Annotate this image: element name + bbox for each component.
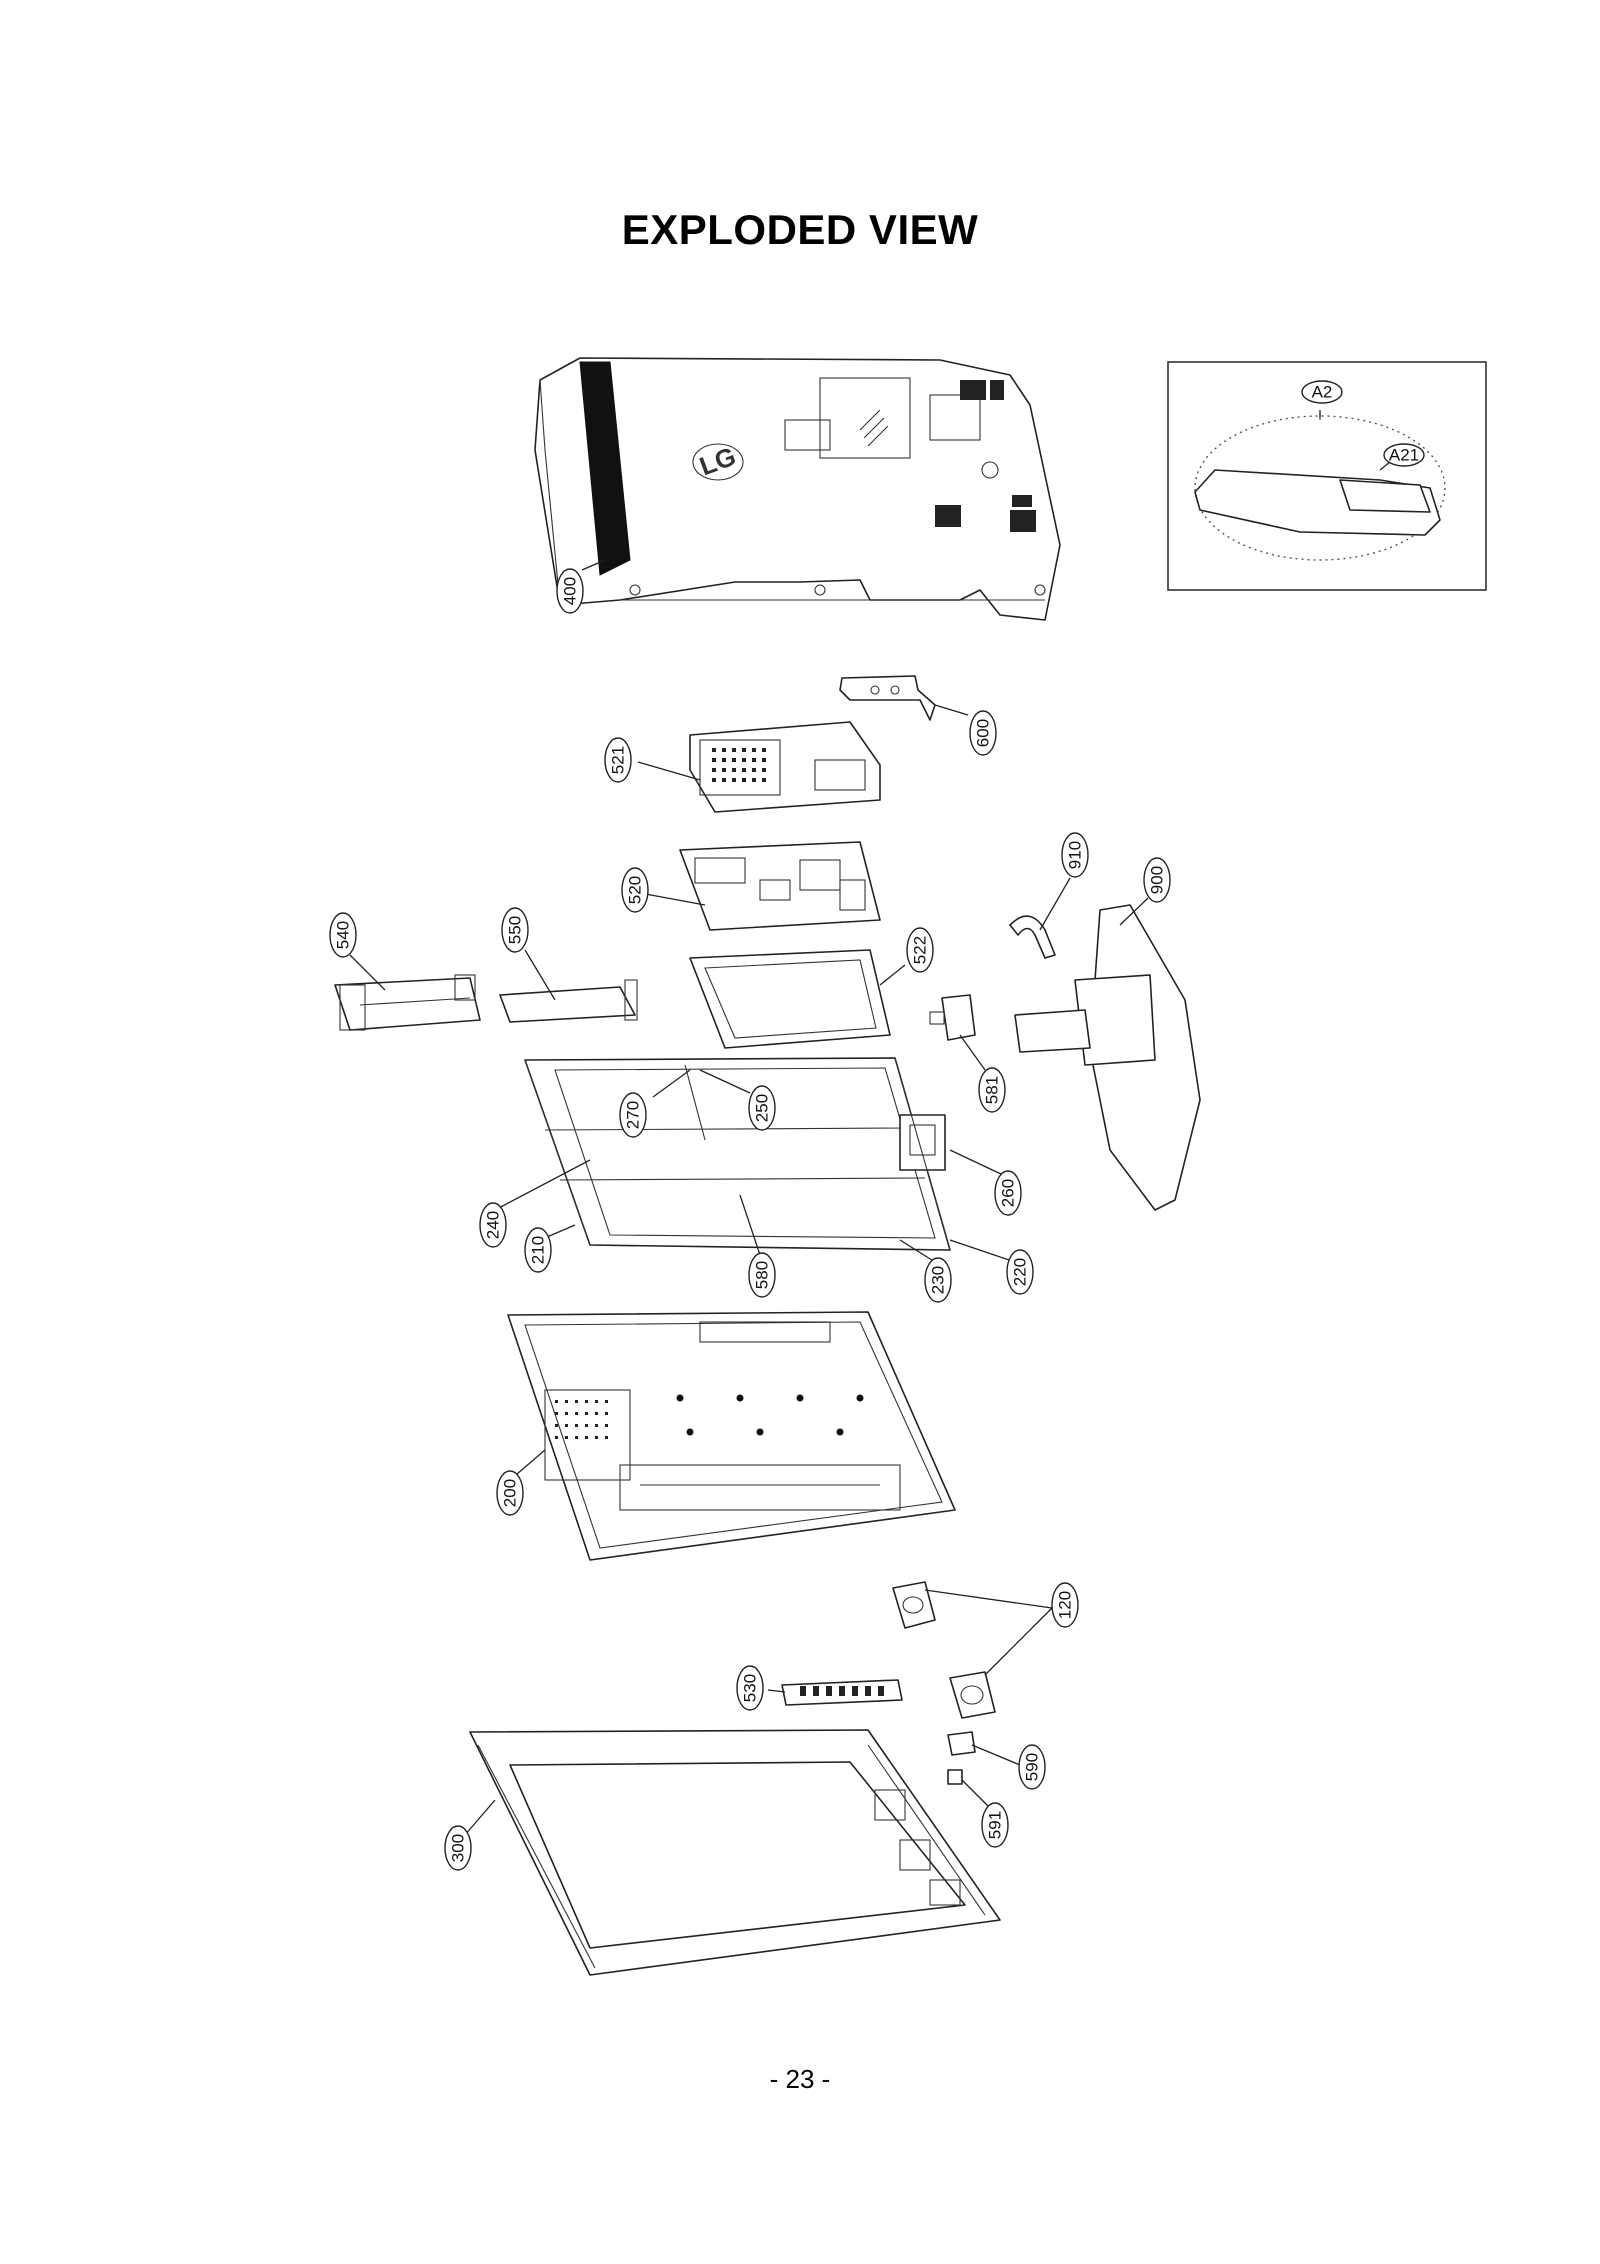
part-910-hook [1009,915,1056,959]
callout-600: 600 [969,710,997,756]
svg-text:581: 581 [983,1076,1002,1104]
part-530-key-board [781,1679,903,1706]
part-400-back-cover: LG [534,357,1061,621]
callout-200: 200 [496,1470,524,1516]
svg-text:210: 210 [529,1236,548,1264]
callout-300: 300 [444,1825,472,1871]
svg-text:220: 220 [1011,1258,1030,1286]
callout-520: 520 [621,867,649,913]
callout-590: 590 [1018,1744,1046,1790]
callout-250: 250 [748,1085,776,1131]
callout-210: 210 [524,1227,552,1273]
callout-230: 230 [924,1257,952,1303]
callout-220: 220 [1006,1249,1034,1295]
svg-text:900: 900 [1148,866,1167,894]
part-900-stand-base [1014,904,1201,1211]
callout-550: 550 [501,907,529,953]
part-590-ir-board [947,1731,976,1756]
svg-text:520: 520 [626,876,645,904]
callout-522: 522 [906,927,934,973]
svg-text:580: 580 [753,1261,772,1289]
svg-text:521: 521 [609,746,628,774]
svg-text:910: 910 [1066,841,1085,869]
part-522-board-frame [689,949,891,1049]
svg-text:530: 530 [741,1674,760,1702]
callout-260: 260 [994,1170,1022,1216]
callout-521: 521 [604,737,632,783]
callout-a21: A21 [1383,443,1425,467]
part-300-front-cabinet [469,1729,1001,1976]
callout-591: 591 [981,1802,1009,1848]
part-120-speakers [892,1581,996,1719]
svg-text:A21: A21 [1389,446,1419,465]
inset-remote-control [1167,361,1487,591]
svg-text:300: 300 [449,1834,468,1862]
callout-400: 400 [556,568,584,614]
svg-text:240: 240 [484,1211,503,1239]
svg-text:400: 400 [561,577,580,605]
svg-text:120: 120 [1056,1591,1075,1619]
part-200-rear-frame [507,1311,956,1561]
svg-text:522: 522 [911,936,930,964]
callout-910: 910 [1061,832,1089,878]
part-581-bracket [929,994,976,1041]
svg-text:A2: A2 [1312,383,1333,402]
callout-240: 240 [479,1202,507,1248]
callout-540: 540 [329,912,357,958]
part-520-main-board [679,841,881,931]
svg-text:590: 590 [1023,1753,1042,1781]
svg-text:250: 250 [753,1094,772,1122]
part-591-led [947,1769,963,1785]
part-550-plate [499,979,638,1023]
callout-a2: A2 [1301,380,1343,404]
callout-900: 900 [1143,857,1171,903]
callout-120: 120 [1051,1582,1079,1628]
callout-530: 530 [736,1665,764,1711]
callout-270: 270 [619,1092,647,1138]
svg-text:600: 600 [974,719,993,747]
callout-580: 580 [748,1252,776,1298]
page-number: - 23 - [769,2064,831,2094]
svg-text:591: 591 [986,1811,1005,1839]
svg-text:550: 550 [506,916,525,944]
part-540-bracket [334,974,481,1031]
callout-581: 581 [978,1067,1006,1113]
svg-text:540: 540 [334,921,353,949]
svg-text:200: 200 [501,1479,520,1507]
part-600-side-bracket [839,675,936,721]
svg-text:260: 260 [999,1179,1018,1207]
svg-text:270: 270 [624,1101,643,1129]
svg-text:230: 230 [929,1266,948,1294]
part-521-shield-cover [689,721,881,813]
page-title: EXPLODED VIEW [621,206,979,253]
leader-lines [349,410,1396,1836]
